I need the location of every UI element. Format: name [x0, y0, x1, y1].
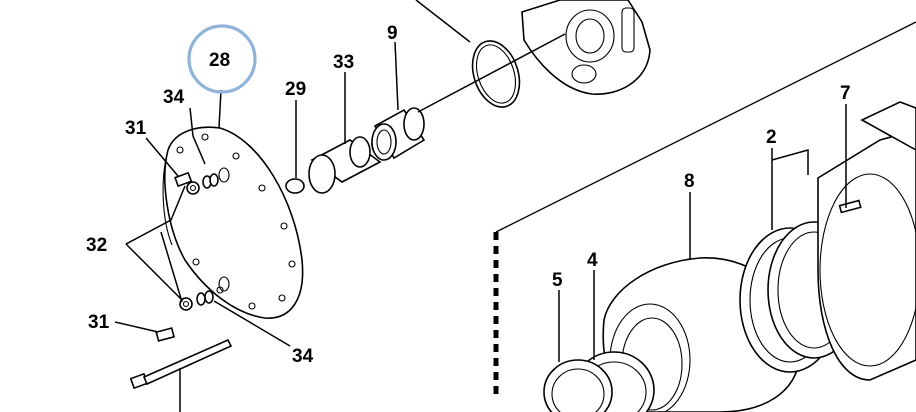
plug-upper[interactable]	[174, 171, 193, 188]
callout-5[interactable]: 5	[552, 270, 563, 291]
shim[interactable]	[285, 178, 305, 194]
bolt[interactable]	[129, 338, 233, 390]
plug-lower[interactable]	[155, 327, 176, 342]
callout-33[interactable]: 33	[333, 52, 354, 73]
callout-8[interactable]: 8	[684, 171, 695, 192]
callout-34-lower[interactable]: 34	[292, 346, 314, 367]
highlight-ring	[187, 24, 257, 94]
needle-bearing[interactable]	[371, 107, 426, 161]
o-ring[interactable]	[543, 359, 613, 412]
callout-4[interactable]: 4	[587, 250, 598, 271]
assembly-boundary	[493, 21, 916, 395]
washer-upper[interactable]	[186, 173, 219, 195]
leader-lines	[114, 0, 847, 412]
cover-plate[interactable]	[162, 126, 304, 319]
planet-carrier[interactable]	[521, 0, 651, 95]
callout-31-upper[interactable]: 31	[125, 118, 147, 139]
callout-32[interactable]: 32	[86, 235, 107, 256]
callout-7[interactable]: 7	[840, 83, 851, 104]
callout-31-lower[interactable]: 31	[88, 312, 110, 333]
callout-29[interactable]: 29	[285, 79, 306, 100]
motor-housing[interactable]	[817, 101, 916, 381]
callout-labels: 28 34 31 29 33 9 32 31 34 7 2 8 5 4	[86, 23, 851, 367]
snap-ring[interactable]	[465, 35, 528, 113]
callout-28[interactable]: 28	[209, 50, 230, 71]
callout-34-upper[interactable]: 34	[163, 87, 185, 108]
washer-lower[interactable]	[179, 290, 214, 311]
callout-2[interactable]: 2	[766, 127, 777, 148]
callout-9[interactable]: 9	[387, 23, 398, 44]
